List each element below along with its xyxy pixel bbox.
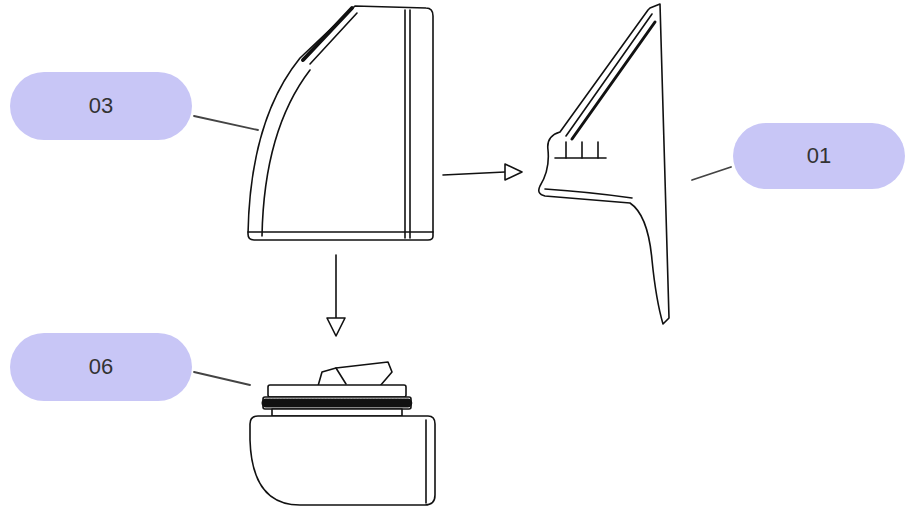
callout-number: 03 xyxy=(89,93,113,119)
assembly-arrow xyxy=(443,164,522,180)
callout-pill: 06 xyxy=(10,333,192,401)
callout-pill: 03 xyxy=(10,72,192,140)
leader-line xyxy=(692,167,731,180)
callout-pill: 01 xyxy=(733,123,905,189)
cover-part xyxy=(248,6,433,240)
assembly-arrow xyxy=(327,255,345,336)
flange-part xyxy=(539,4,669,324)
callout-number: 06 xyxy=(89,354,113,380)
leader-line xyxy=(194,116,258,130)
callout-number: 01 xyxy=(807,143,831,169)
leader-line xyxy=(194,372,250,385)
bottle-part xyxy=(250,362,435,505)
